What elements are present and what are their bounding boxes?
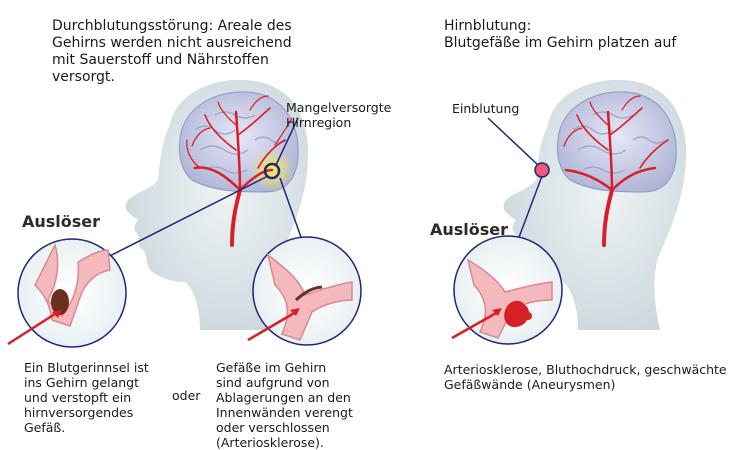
left-cause-clot: Ein Blutgerinnsel ist ins Gehirn gelangt… (24, 360, 149, 435)
undersupplied-region-label: Mangelversorgte Hirnregion (286, 100, 392, 130)
left-title: Durchblutungsstörung: Areale des Gehirns… (52, 18, 292, 85)
bleed-label: Einblutung (452, 101, 520, 116)
left-connectors (81, 117, 303, 271)
right-brain (557, 91, 677, 193)
left-detail-circle-clot (7, 238, 127, 348)
right-title: Hirnblutung: Blutgefäße im Gehirn platze… (444, 18, 677, 51)
right-detail-circle-bleed (451, 235, 563, 345)
left-detail-circle-plaque (247, 236, 362, 346)
left-trigger-heading: Auslöser (22, 212, 101, 231)
right-brain-folds (572, 111, 666, 174)
right-arteries (563, 95, 669, 247)
right-head (503, 79, 687, 330)
right-cause: Arteriosklerose, Bluthochdruck, geschwäc… (444, 362, 727, 392)
right-trigger-heading: Auslöser (430, 220, 509, 239)
left-head (125, 79, 309, 330)
left-cause-atherosclerosis: Gefäße im Gehirn sind aufgrund von Ablag… (216, 360, 353, 450)
left-arteries (186, 95, 293, 247)
or-connector: oder (172, 388, 201, 403)
right-connectors (487, 117, 543, 241)
